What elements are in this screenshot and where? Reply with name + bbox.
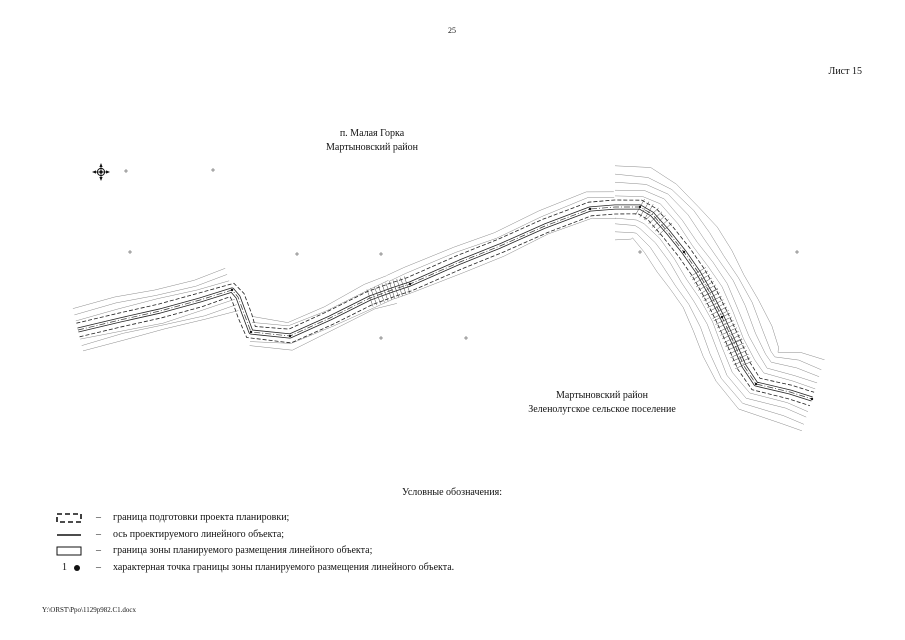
- crossing-hatch: [697, 281, 714, 291]
- planning-boundary: [76, 199, 815, 407]
- characteristic-point: [810, 397, 814, 401]
- contour-line: [394, 217, 616, 299]
- crossing-hatch: [645, 207, 659, 221]
- legend-text: граница зоны планируемого размещения лин…: [113, 545, 373, 556]
- crossing-hatch: [720, 327, 738, 336]
- crossing-hatch: [701, 288, 719, 298]
- legend-dash: –: [96, 529, 101, 540]
- characteristic-point: [288, 334, 292, 338]
- contour-line: [251, 280, 389, 327]
- crossing-hatch: [712, 310, 729, 319]
- contour-line: [386, 191, 614, 276]
- contour-line: [614, 181, 820, 377]
- characteristic-point: [249, 330, 253, 334]
- rectangle-outline-icon: [56, 546, 82, 556]
- point-number: 1: [62, 562, 67, 573]
- contour-line: [82, 310, 239, 352]
- legend-dash: –: [96, 562, 101, 573]
- characteristic-point: [638, 205, 642, 209]
- sheet-label: Лист 15: [828, 66, 862, 77]
- characteristic-point: [754, 382, 758, 386]
- characteristic-point: [720, 315, 724, 319]
- map-label-line: Мартыновский район: [326, 142, 418, 153]
- contour-line: [614, 217, 809, 412]
- contour-line: [80, 298, 235, 340]
- crossing-hatches: [366, 199, 752, 369]
- map-label-line: Зеленолугское сельское поселение: [528, 404, 676, 415]
- legend-item-characteristic-point: 1 – характерная точка границы зоны плани…: [0, 561, 905, 575]
- characteristic-point: [230, 288, 234, 292]
- contour-line: [614, 223, 807, 418]
- contour-line: [72, 268, 226, 309]
- point-icon: [74, 565, 80, 571]
- crossing-hatch: [722, 331, 739, 340]
- north-arrow-icon: [92, 163, 110, 181]
- crossing-hatch: [639, 201, 650, 218]
- contour-lines: [72, 165, 825, 432]
- map-label-line: Мартыновский район: [556, 390, 648, 401]
- contour-line: [81, 304, 237, 346]
- legend-text: ось проектируемого линейного объекта;: [113, 529, 285, 540]
- legend-item-object-axis: – ось проектируемого линейного объекта;: [0, 528, 905, 542]
- crossing-hatch: [370, 288, 378, 306]
- characteristic-point: [682, 250, 686, 254]
- legend-item-placement-zone: – граница зоны планируемого размещения л…: [0, 544, 905, 558]
- characteristic-point: [408, 282, 412, 286]
- axis-line: [77, 206, 813, 400]
- contour-line: [614, 189, 818, 384]
- contour-line: [249, 303, 397, 351]
- page-number: 25: [448, 26, 456, 35]
- crossing-hatch: [651, 215, 666, 228]
- characteristic-points: [230, 205, 814, 401]
- legend-item-planning-boundary: – граница подготовки проекта планировки;: [0, 511, 905, 525]
- legend-dash: –: [96, 512, 101, 523]
- map-label-district: Мартыновский район Зеленолугское сельско…: [528, 389, 676, 417]
- contour-line: [614, 195, 816, 390]
- dashed-rectangle-icon: [56, 513, 82, 523]
- legend-text: граница подготовки проекта планировки;: [113, 512, 290, 523]
- planning-boundary-line: [79, 213, 811, 407]
- solid-line-icon: [57, 534, 81, 536]
- crossing-hatch: [695, 277, 712, 288]
- file-path-footer: Y:\ORST\Ppo\1129p982.C1.docx: [42, 606, 136, 614]
- contour-line: [388, 197, 615, 282]
- crossing-hatch: [735, 361, 752, 369]
- map-label-line: п. Малая Горка: [339, 128, 405, 139]
- legend-title: Условные обозначения:: [401, 487, 503, 498]
- characteristic-point: [588, 207, 592, 211]
- map-label-settlement: п. Малая Горка Мартыновский район: [326, 127, 418, 155]
- contour-line: [252, 275, 387, 323]
- contour-line: [74, 274, 228, 316]
- contour-line: [75, 280, 230, 322]
- legend-dash: –: [96, 545, 101, 556]
- contour-line: [614, 173, 822, 371]
- object-axis: [77, 206, 813, 400]
- crossing-hatch: [725, 338, 743, 347]
- crossing-hatch: [404, 276, 411, 294]
- legend-text: характерная точка границы зоны планируем…: [113, 562, 455, 573]
- grid-marks: [124, 168, 799, 340]
- crossing-hatch: [725, 339, 743, 347]
- contour-line: [614, 231, 804, 425]
- crossing-hatch: [717, 320, 734, 329]
- planning-boundary-line: [76, 199, 815, 393]
- crossing-hatch: [692, 270, 708, 281]
- contour-line: [249, 298, 396, 344]
- contour-line: [614, 165, 825, 361]
- contour-line: [614, 237, 802, 432]
